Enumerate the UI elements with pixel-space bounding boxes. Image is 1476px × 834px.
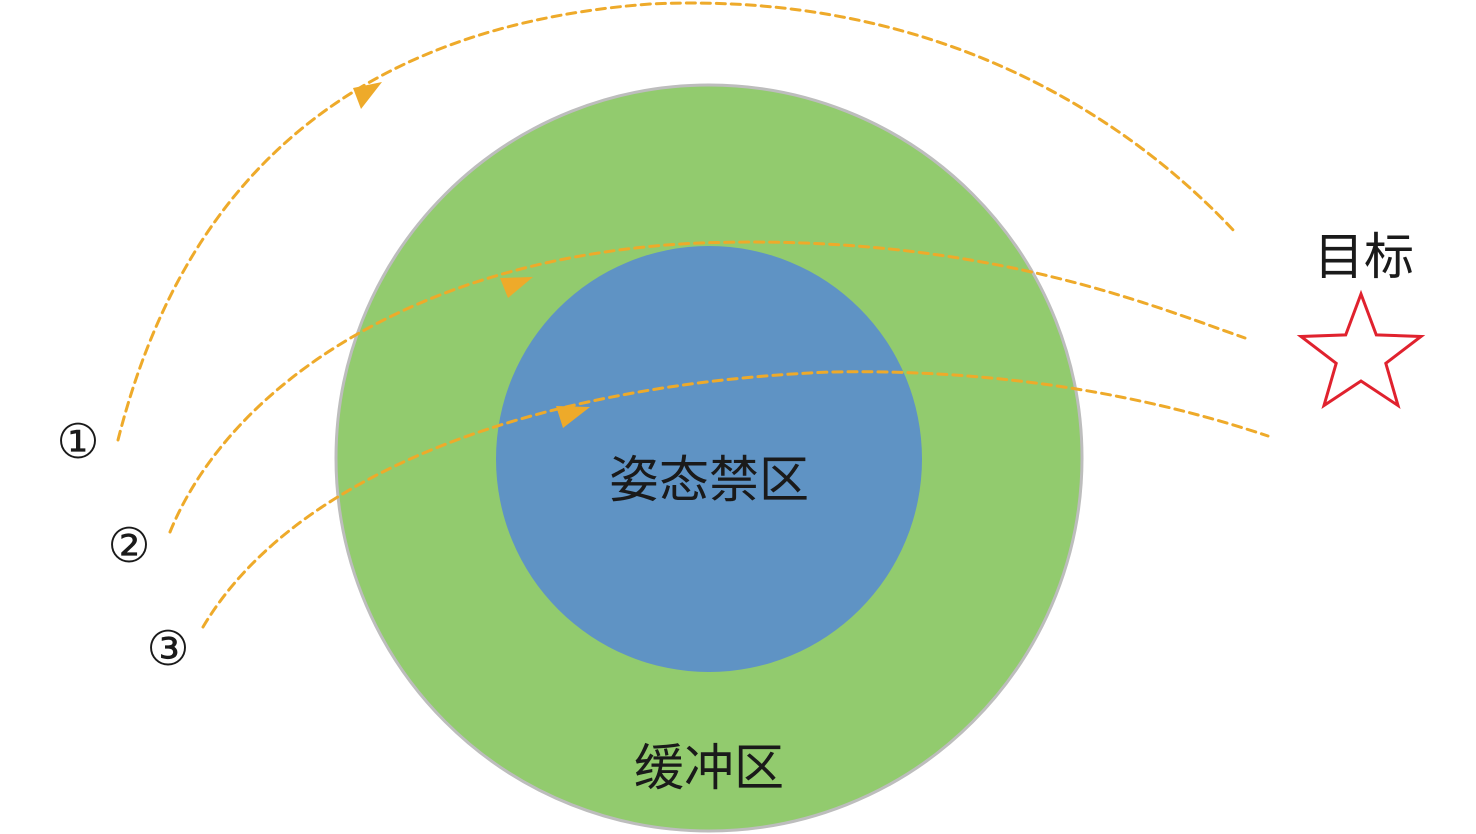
trajectory-2-arrow (500, 277, 533, 298)
no-attitude-zone-label: 姿态禁区 (609, 451, 809, 509)
trajectory-1-arrow (353, 82, 382, 109)
target-label: 目标 (1314, 228, 1414, 286)
trajectory-2-number: ② (107, 518, 150, 574)
trajectory-2 (168, 240, 1247, 534)
no-attitude-zone (496, 246, 922, 672)
trajectory-3 (201, 370, 1270, 629)
trajectory-3-arrow (556, 406, 590, 428)
star-outline-icon (1296, 289, 1426, 410)
buffer-zone-label: 缓冲区 (634, 739, 784, 797)
trajectory-1 (116, 1, 1237, 442)
trajectory-3-number: ③ (146, 621, 189, 677)
trajectory-1-number: ① (56, 414, 99, 470)
